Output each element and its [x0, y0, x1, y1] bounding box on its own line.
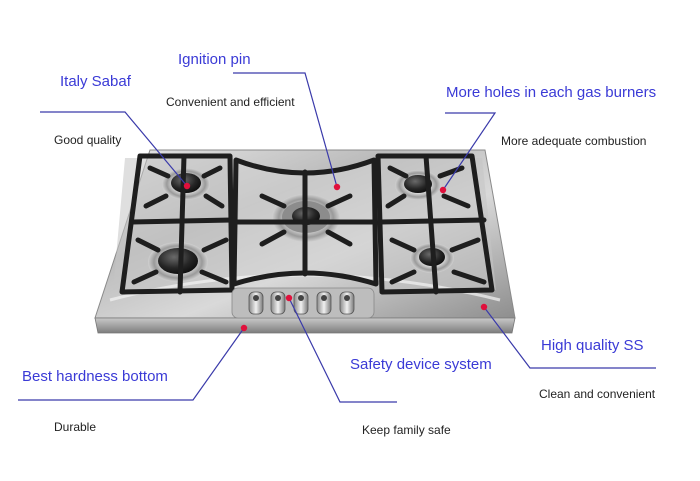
leader-italy-sabaf — [40, 111, 188, 187]
leader-more-holes — [442, 112, 497, 191]
marker-best-hardness — [240, 324, 248, 332]
burner-front-left — [148, 242, 208, 282]
knob-5 — [339, 291, 355, 315]
knob-1 — [248, 291, 264, 315]
leader-ignition-pin — [233, 72, 338, 188]
callout-desc-high-quality-ss: Clean and convenient — [539, 387, 656, 401]
callout-title-more-holes: More holes in each gas burners — [446, 84, 657, 101]
marker-ignition-pin — [333, 183, 341, 191]
leader-best-hardness — [18, 327, 245, 401]
callout-title-italy-sabaf: Italy Sabaf — [60, 73, 131, 90]
marker-high-quality-ss — [480, 303, 488, 311]
cast-iron-grates — [119, 153, 495, 295]
knob-4 — [316, 291, 332, 315]
control-knobs — [231, 287, 375, 319]
marker-more-holes — [439, 186, 447, 194]
marker-italy-sabaf — [183, 182, 191, 190]
leader-safety-device — [288, 297, 397, 403]
leader-high-quality-ss — [483, 306, 656, 369]
callout-title-ignition-pin: Ignition pin — [178, 51, 251, 68]
callout-title-safety-device: Safety device system — [350, 356, 492, 373]
callout-desc-safety-device: Keep family safe — [362, 423, 451, 437]
callout-desc-best-hardness: Durable — [54, 420, 97, 434]
callout-desc-italy-sabaf: Good quality — [54, 133, 122, 147]
knob-2 — [270, 291, 286, 315]
callout-title-best-hardness: Best hardness bottom — [22, 368, 168, 385]
leader-lines — [18, 72, 656, 403]
marker-safety-device — [285, 294, 293, 302]
callout-title-high-quality-ss: High quality SS — [541, 337, 644, 354]
callout-desc-more-holes: More adequate combustion — [501, 134, 647, 148]
callout-desc-ignition-pin: Convenient and efficient — [166, 95, 295, 109]
callout-markers — [183, 182, 488, 332]
knob-3 — [293, 291, 309, 315]
